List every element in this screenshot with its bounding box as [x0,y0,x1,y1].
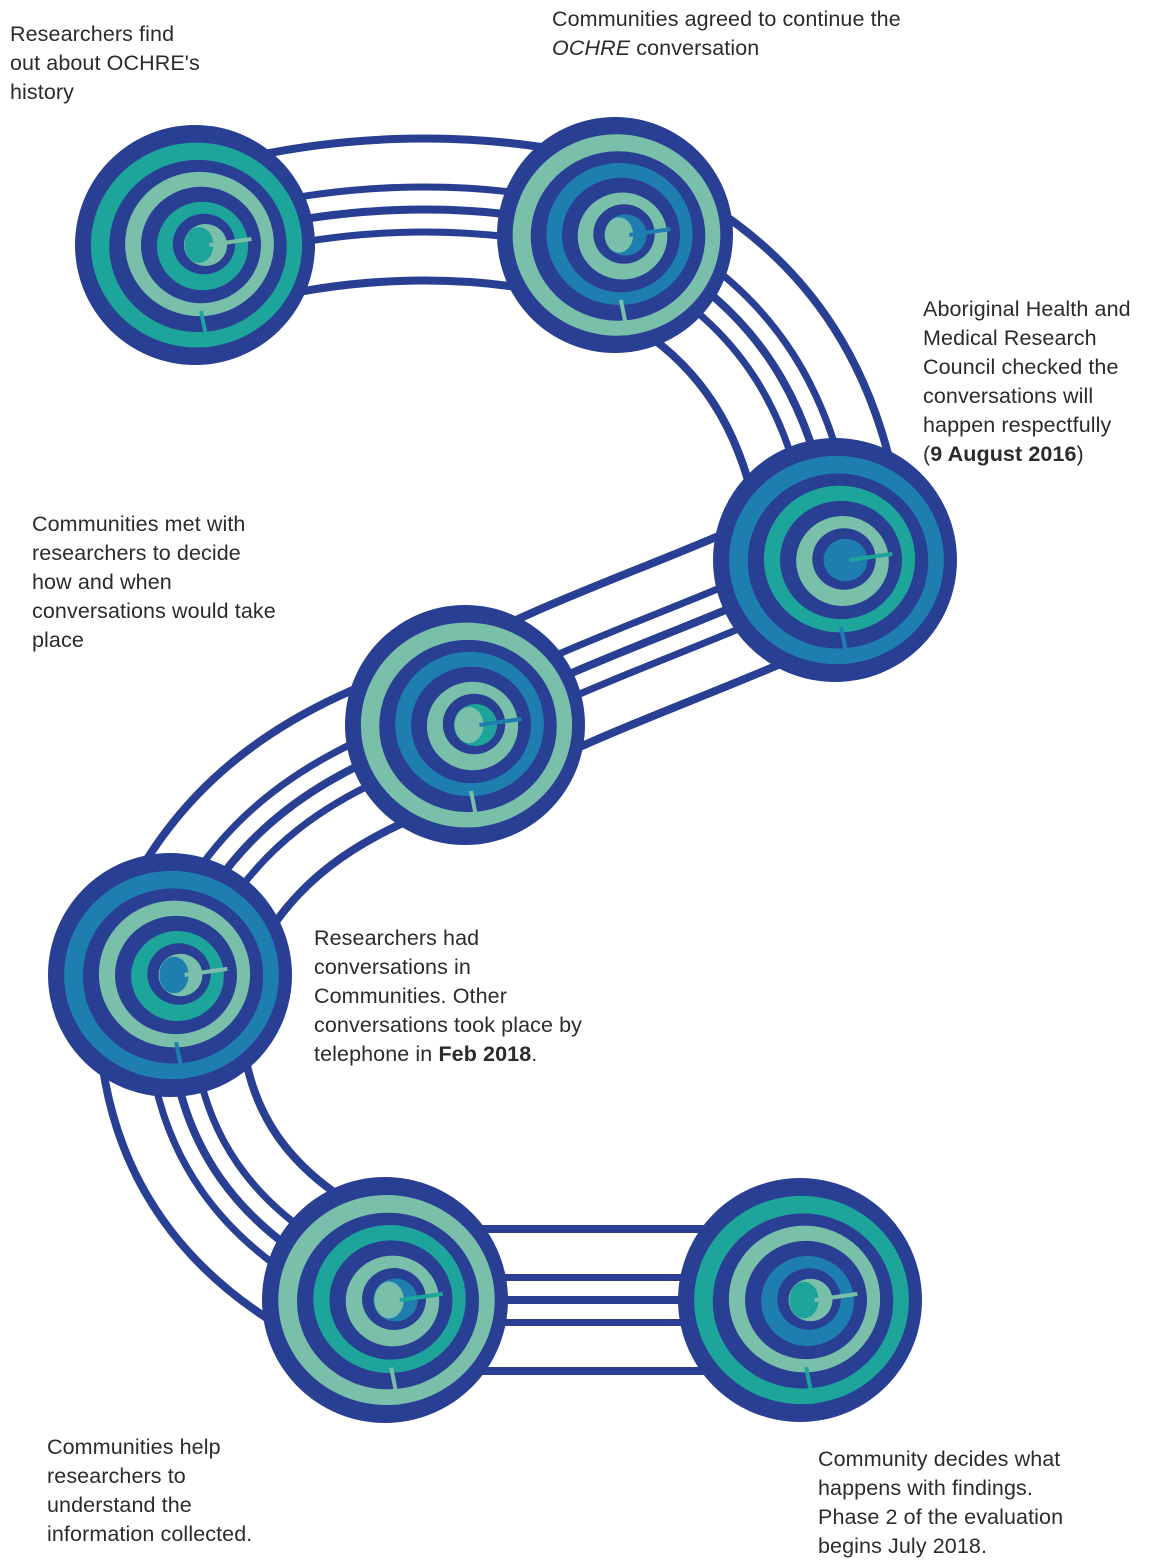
step-label-planning: Communities met with researchers to decid… [32,510,332,655]
label-line: Researchers find [10,22,175,46]
label-line: begins July 2018. [818,1534,988,1558]
label-line: Communities. Other [314,984,507,1008]
label-line: history [10,80,75,104]
label-line: Communities help [47,1435,221,1459]
label-line: Communities agreed to continue the [552,7,901,31]
step-label-findings: Community decides what happens with findi… [818,1445,1118,1560]
label-line: happen respectfully [923,413,1112,437]
label-line: Council checked the [923,355,1119,379]
label-line: out about OCHRE's [10,51,200,75]
circle-planning [345,605,585,845]
label-line: (9 August 2016) [923,442,1084,466]
label-line: OCHRE conversation [552,36,760,60]
label-line: conversations will [923,384,1094,408]
label-line: Aboriginal Health and [923,297,1131,321]
label-line: place [32,628,84,652]
circle-findings [678,1178,922,1422]
circle-council [713,438,957,682]
meeting-place-circles [48,117,957,1423]
label-line: telephone in Feb 2018. [314,1042,538,1066]
circle-history [75,125,315,365]
circle-conversations [48,853,292,1097]
step-label-conversations: Researchers had conversations in Communiti… [314,924,634,1069]
label-line: Phase 2 of the evaluation [818,1505,1064,1529]
label-line: understand the [47,1493,192,1517]
label-line: Medical Research [923,326,1097,350]
label-line: Community decides what [818,1447,1061,1471]
label-line: conversations in [314,955,471,979]
circle-continue [497,117,733,353]
label-line: Communities met with [32,512,246,536]
label-line: Researchers had [314,926,480,950]
label-line: researchers to [47,1464,186,1488]
circle-understand [262,1177,508,1423]
label-line: information collected. [47,1522,253,1546]
step-label-understand: Communities help researchers to understand… [47,1433,307,1549]
step-label-history: Researchers find out about OCHRE's history [10,20,270,107]
label-line: researchers to decide [32,541,241,565]
label-line: happens with findings. [818,1476,1033,1500]
label-line: conversations took place by [314,1013,583,1037]
label-line: conversations would take [32,599,276,623]
label-line: how and when [32,570,172,594]
